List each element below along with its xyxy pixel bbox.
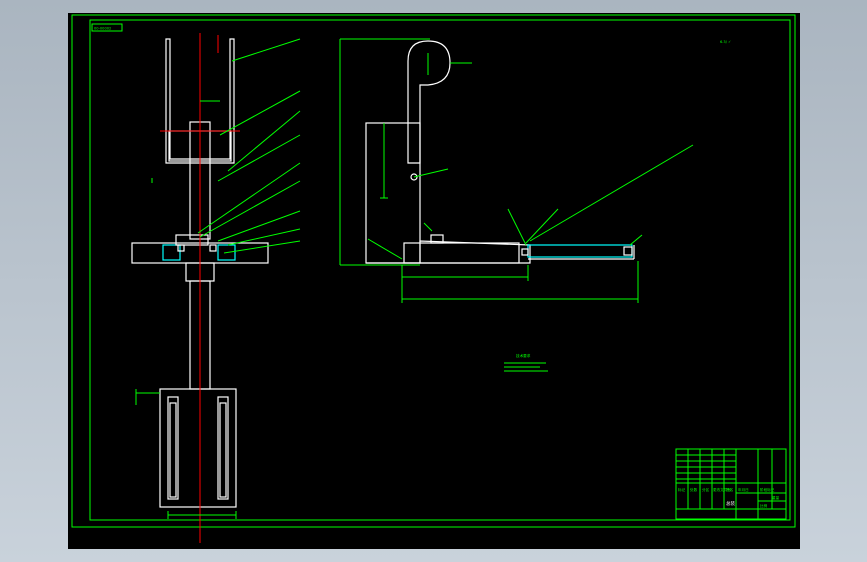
inner-frame [89,19,791,521]
title-cell-1: 标记 [678,487,686,492]
stage-mark: 阶段标记 [760,487,775,492]
title-cell-3: 分区 [702,487,710,492]
scale: 比例 [760,503,768,508]
side-view [339,38,694,303]
title-cell-2: 处数 [690,487,698,492]
drawing-svg: 00-00002 6.3/ ✓ [71,14,796,543]
front-view [131,33,301,543]
roughness-symbol: 6.3/ ✓ [720,40,731,44]
title-name: 总装 [726,500,735,507]
title-block: 标记 处数 分区 更改文件号 签名 年月日 总装 阶段标记 重量 比例 [675,448,787,520]
title-cell-5: 签名 [726,487,734,492]
title-cell-4: 更改文件号 [713,487,731,492]
notes-title: 技术要求 [516,353,531,358]
drawing-number-box [91,23,123,32]
drawing-number: 00-00002 [94,27,111,31]
outer-frame [71,14,796,528]
title-cell-6: 年月日 [738,487,749,492]
drawing-canvas[interactable]: 00-00002 6.3/ ✓ [68,13,800,549]
weight: 重量 [772,495,780,500]
